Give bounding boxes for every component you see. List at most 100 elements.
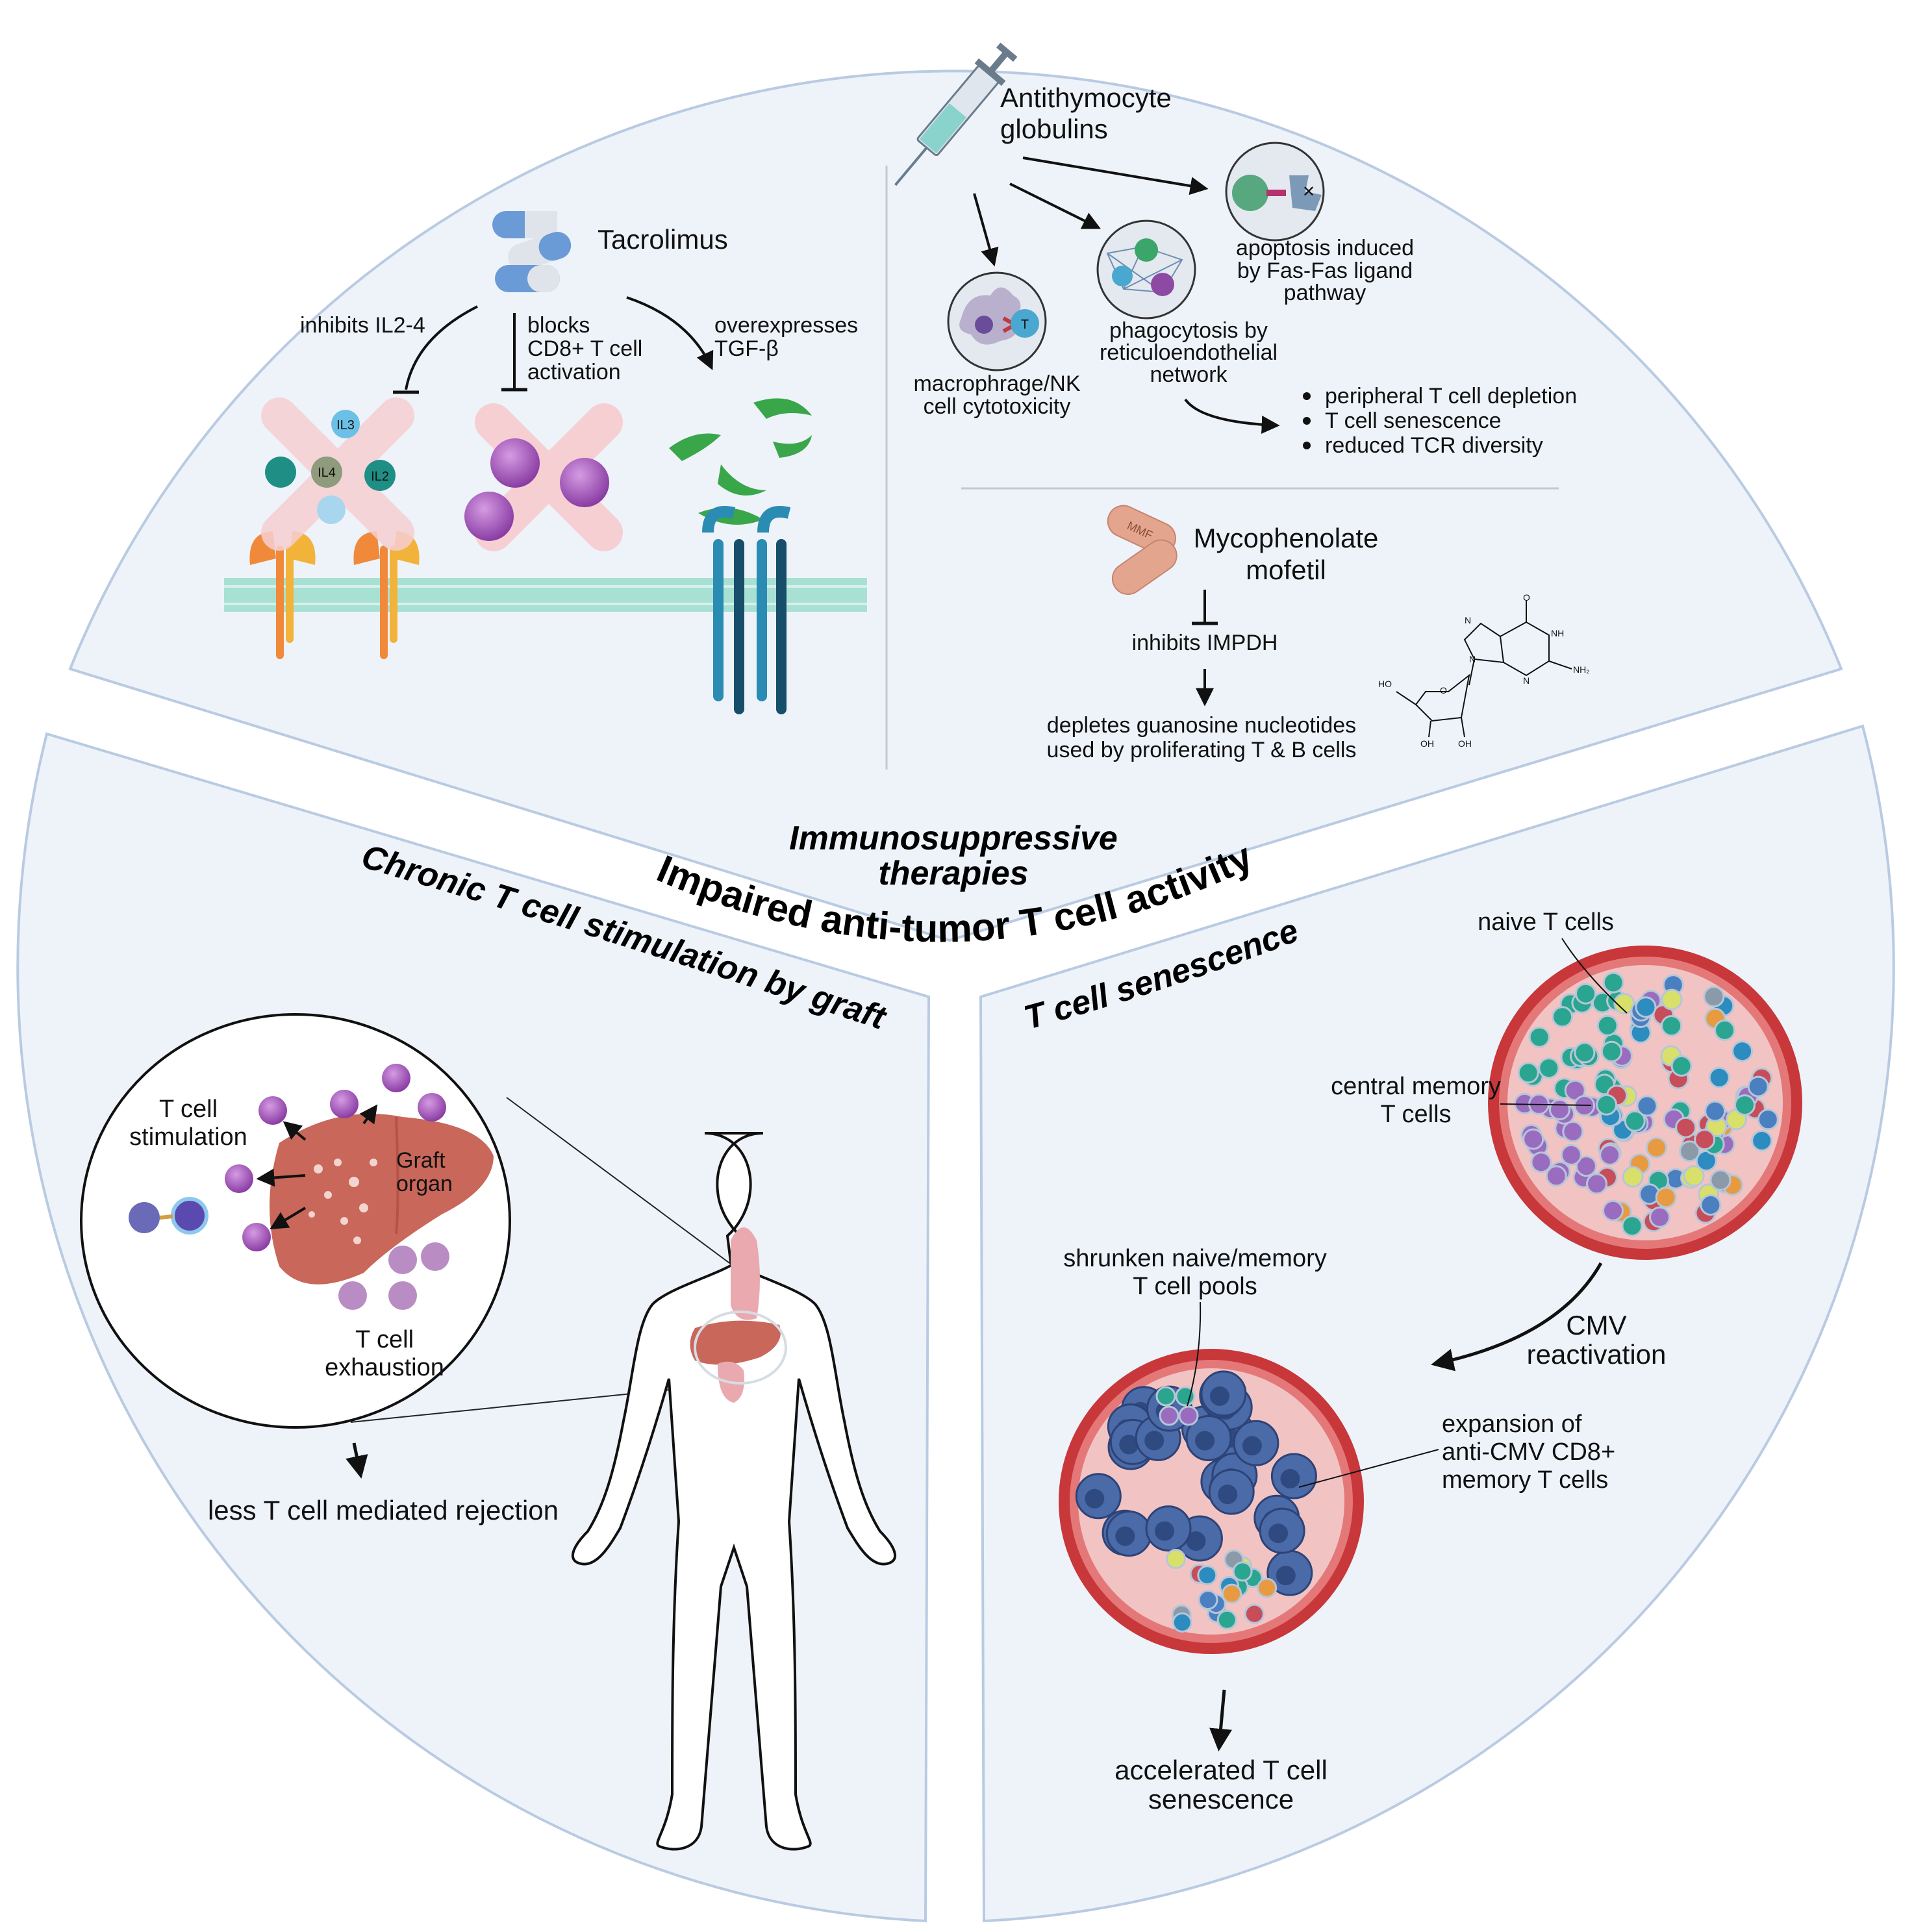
- mmf-label-1: Mycophenolate: [1194, 523, 1379, 553]
- depletes-label-1: depletes guanosine nucleotides: [1047, 713, 1356, 738]
- tacrolimus-label: Tacrolimus: [598, 224, 728, 255]
- central-memory-pointer: [1500, 1103, 1592, 1106]
- t-cell: [1670, 1055, 1693, 1077]
- apoptosis-label-3: pathway: [1284, 281, 1366, 305]
- il4-label: IL4: [318, 466, 336, 480]
- t-cell: [1621, 1215, 1643, 1237]
- cell-nucleus: [1119, 1435, 1139, 1455]
- t-cell: [1709, 1169, 1731, 1191]
- t-cell: [1155, 1386, 1176, 1407]
- t-cell: [1530, 1151, 1552, 1173]
- expansion-label-2: anti-CMV CD8+: [1442, 1438, 1615, 1466]
- t-cell: [1198, 1590, 1218, 1611]
- t-cell: [1675, 1116, 1697, 1138]
- blocks-label-1: blocks: [527, 313, 590, 338]
- atg-outcome-list: peripheral T cell depletion T cell senes…: [1303, 384, 1577, 458]
- t-cell: [1528, 1026, 1550, 1048]
- t-cell: [1538, 1057, 1560, 1079]
- arrow-tgf: [626, 296, 714, 371]
- cell-nucleus: [1276, 1566, 1296, 1586]
- t-cell: [1751, 1130, 1773, 1151]
- exhaustion-label-2: exhaustion: [325, 1354, 444, 1381]
- chem-o2: O: [1440, 685, 1447, 696]
- arrow-to-outcomes: [1184, 398, 1280, 434]
- t-cell: [1172, 1612, 1192, 1633]
- t-cell: [1552, 1006, 1574, 1028]
- cell-nucleus: [1144, 1431, 1165, 1451]
- accelerated-label-2: senescence: [1148, 1784, 1294, 1814]
- stimulation-label-1: T cell: [159, 1096, 218, 1123]
- t-cell: [1175, 1386, 1196, 1407]
- senescence-outcome-arrow: [1209, 1689, 1232, 1751]
- less-rejection-label: less T cell mediated rejection: [208, 1495, 559, 1525]
- arrow-to-macrophage: [973, 193, 999, 267]
- t-cell: [1661, 988, 1683, 1010]
- t-cell: [1679, 1140, 1701, 1162]
- svg-text:T: T: [1021, 318, 1029, 332]
- immunosuppressive-title-1: Immunosuppressive: [789, 820, 1118, 857]
- t-cell: [1222, 1583, 1242, 1604]
- inhibit-arc-il: [405, 305, 478, 390]
- t-cell: [1575, 983, 1596, 1005]
- arrow-to-phagocytosis: [1009, 182, 1102, 229]
- t-cell: [1757, 1109, 1779, 1131]
- stimulation-arrows: [256, 1104, 378, 1229]
- t-cell: [1178, 1405, 1199, 1426]
- graft-label-2: organ: [396, 1172, 453, 1196]
- t-cell: [1517, 1062, 1539, 1084]
- t-cell: [1714, 1019, 1735, 1041]
- central-memory-label-1: central memory: [1331, 1073, 1501, 1100]
- expansion-pointer: [1298, 1449, 1439, 1488]
- zoom-line-top: [506, 1097, 735, 1267]
- il2-label: IL2: [371, 470, 389, 484]
- vessel-2-t-cells: [1075, 1370, 1317, 1633]
- cell-nucleus: [1218, 1485, 1238, 1505]
- graft-label-1: Graft: [396, 1148, 446, 1173]
- liver-graft-icon: [270, 1114, 494, 1285]
- t-cell: [1564, 1079, 1586, 1101]
- t-cell: [1703, 986, 1725, 1008]
- cmv-label-1: CMV: [1566, 1310, 1626, 1340]
- apoptosis-label-2: by Fas-Fas ligand: [1237, 258, 1413, 283]
- t-cell: [1602, 1199, 1624, 1222]
- t-cell: [1649, 1206, 1670, 1228]
- human-body-icon: [571, 1132, 897, 1851]
- t-cell: [1700, 1194, 1722, 1216]
- t-cell: [1734, 1094, 1756, 1116]
- t-cell: [1197, 1565, 1218, 1586]
- cell-nucleus: [1155, 1521, 1174, 1541]
- t-cell: [1704, 1100, 1726, 1122]
- syringe-icon: [894, 42, 1018, 186]
- blocked-cd8-cells: [464, 403, 623, 551]
- inhibits-il-label: inhibits IL2-4: [300, 313, 425, 338]
- t-cell: [1586, 1173, 1607, 1195]
- t-cell: [1694, 1129, 1716, 1151]
- immunosuppressive-title-2: therapies: [878, 855, 1028, 892]
- mmf-label-2: mofetil: [1246, 555, 1326, 585]
- apoptosis-icon: ✕: [1225, 142, 1325, 242]
- depletes-label-2: used by proliferating T & B cells: [1047, 738, 1357, 762]
- t-cell: [1216, 1609, 1237, 1630]
- phagocytosis-label-3: network: [1150, 362, 1228, 387]
- tacrolimus-pills-icon: [492, 211, 572, 292]
- cytokine-teal: [265, 457, 296, 488]
- cell-nucleus: [1195, 1431, 1215, 1451]
- t-cell: [1635, 996, 1657, 1018]
- chem-nh: NH: [1551, 628, 1564, 638]
- t-cell: [1596, 1014, 1618, 1036]
- expansion-label-3: memory T cells: [1442, 1466, 1608, 1494]
- t-cell: [1708, 1066, 1730, 1088]
- t-cell: [1257, 1577, 1278, 1598]
- atg-outcome-3: reduced TCR diversity: [1325, 433, 1543, 458]
- chem-n3: N: [1469, 654, 1476, 664]
- t-cell: [1600, 1040, 1622, 1062]
- overexpresses-label-1: overexpresses: [714, 313, 858, 338]
- inhibits-impdh-label: inhibits IMPDH: [1132, 631, 1278, 655]
- cytokine-lightblue: [317, 496, 346, 524]
- chem-n1: N: [1465, 615, 1471, 625]
- t-cell: [1731, 1040, 1754, 1062]
- cell-nucleus: [1115, 1526, 1135, 1546]
- t-cell: [1683, 1165, 1705, 1187]
- cell-nucleus: [1209, 1386, 1229, 1406]
- shrunken-pointer: [1187, 1301, 1202, 1407]
